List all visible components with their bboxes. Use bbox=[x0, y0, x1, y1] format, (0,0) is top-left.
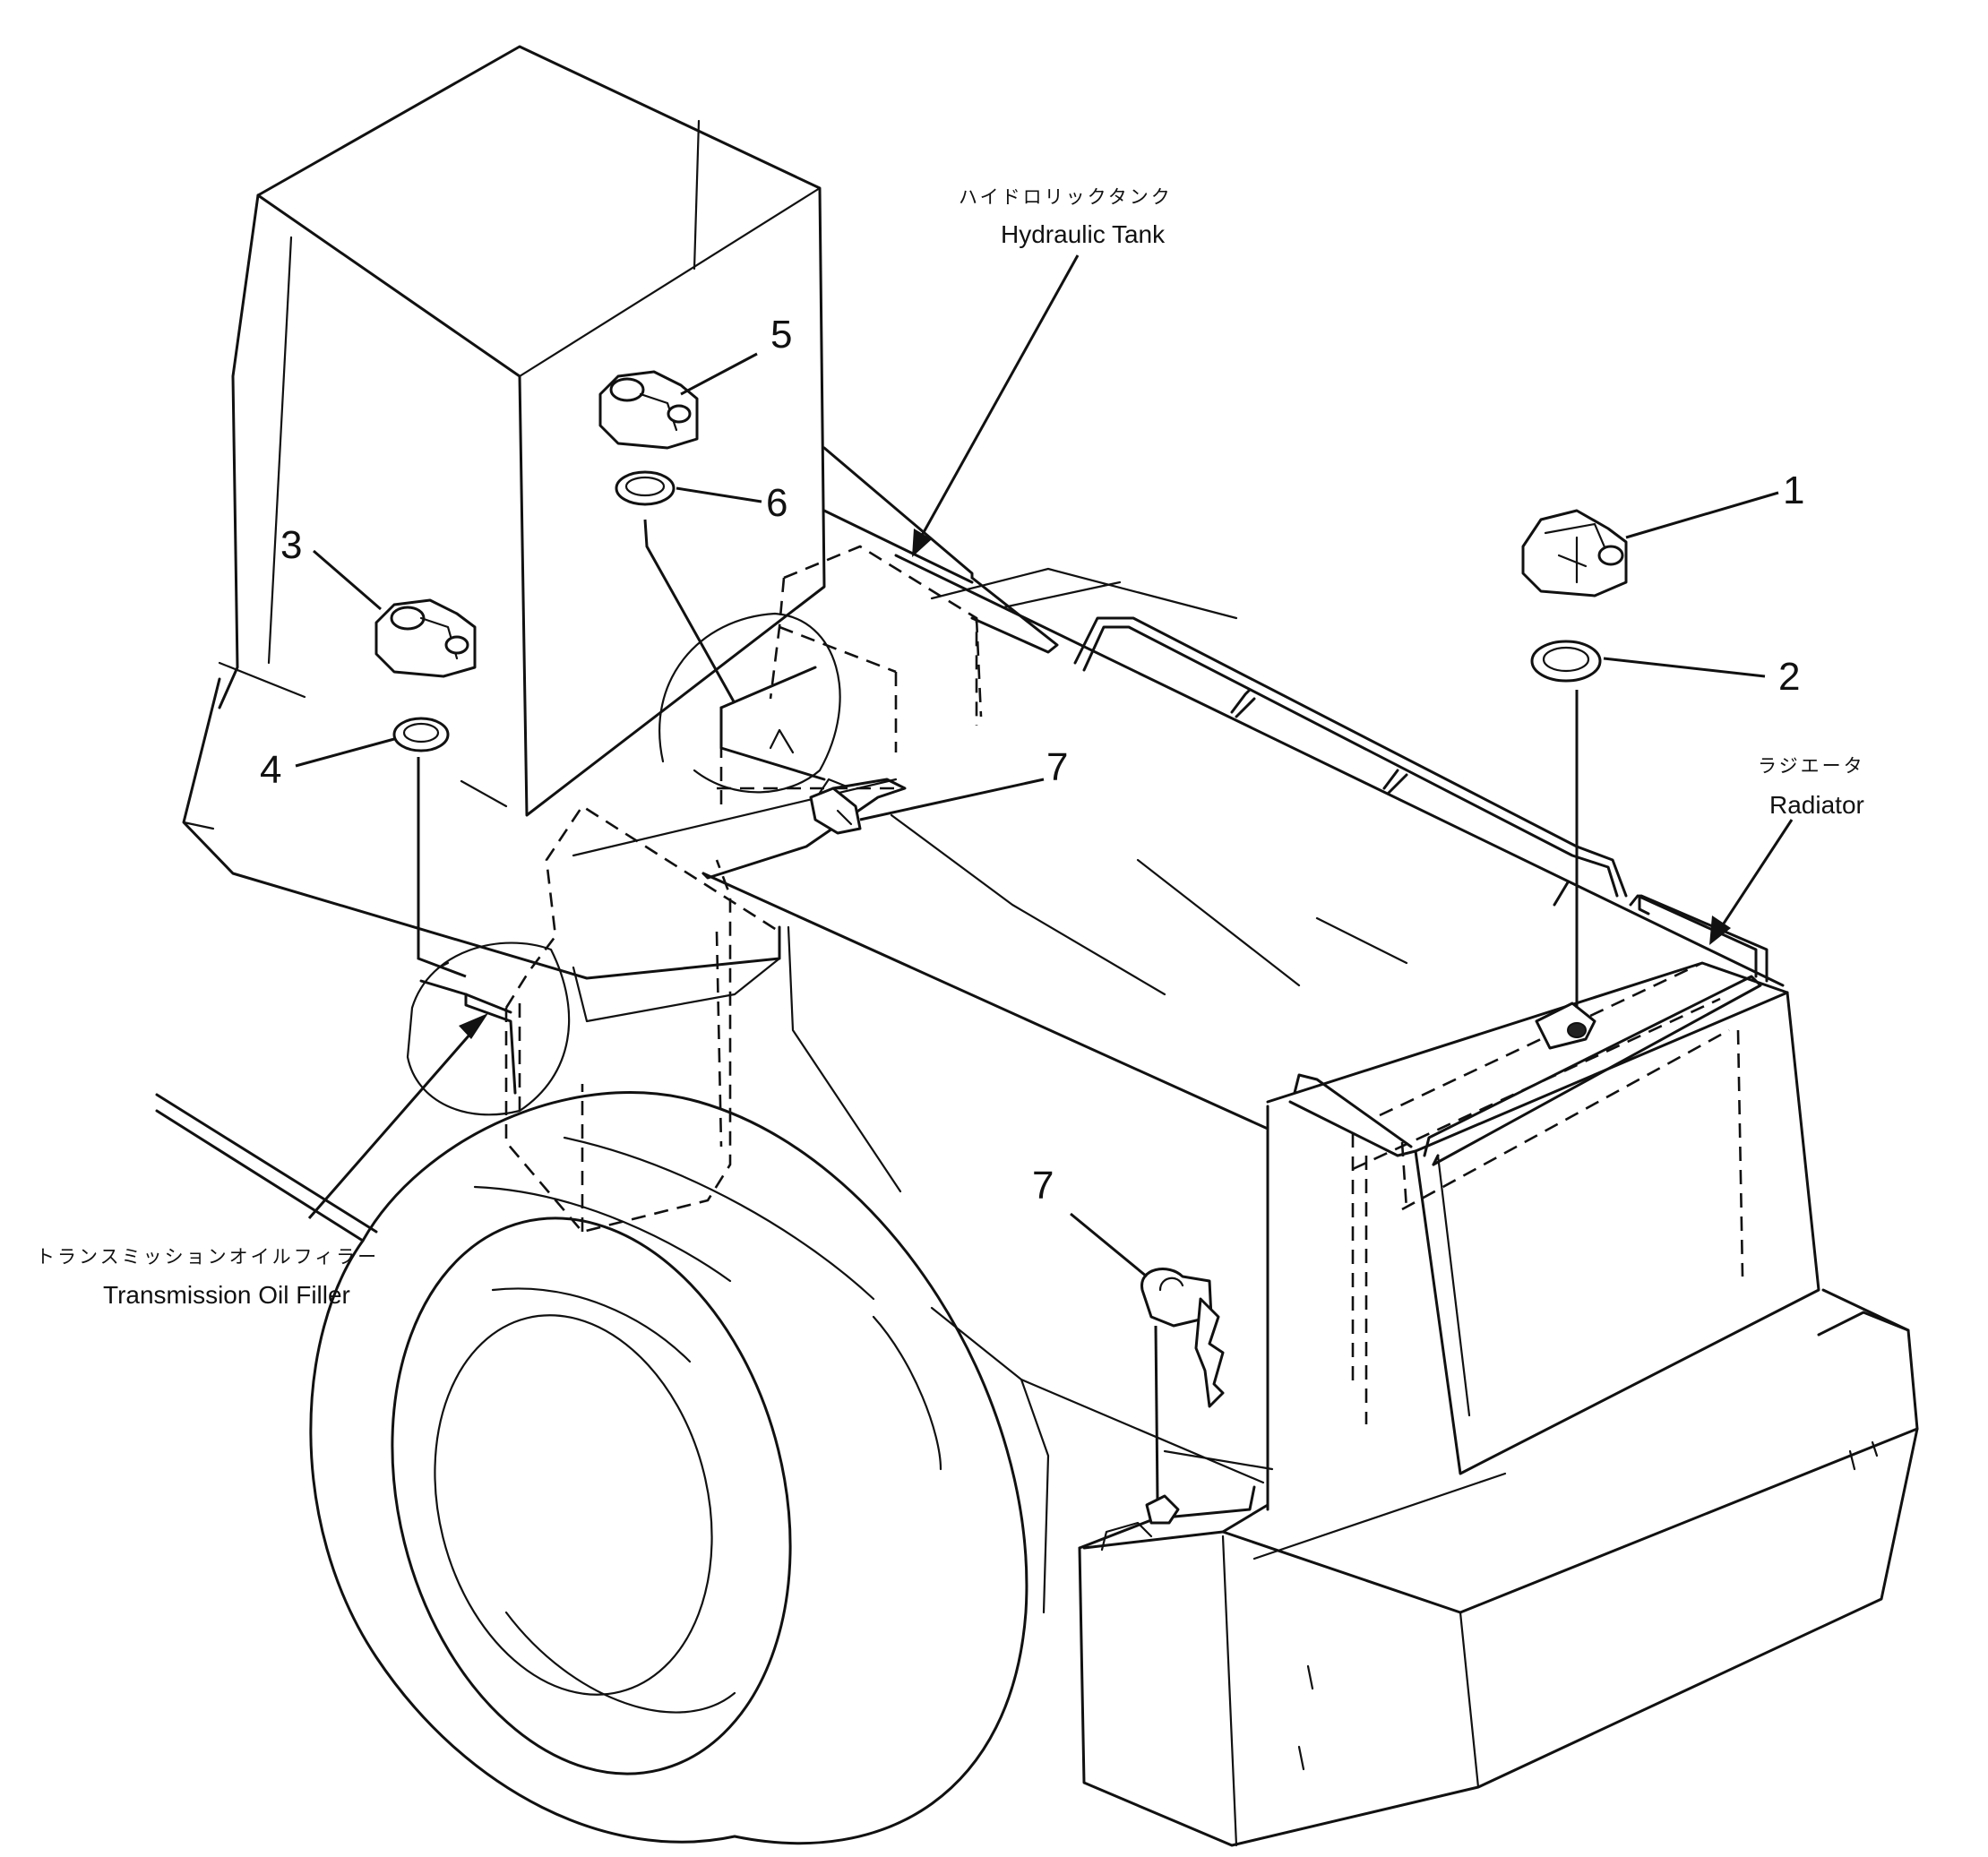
part-6-gasket bbox=[615, 470, 676, 506]
part-3-filler-cap bbox=[374, 598, 477, 678]
radiator-housing bbox=[1266, 961, 1820, 1511]
hidden-lines bbox=[504, 545, 983, 1234]
tire bbox=[309, 1091, 1028, 1845]
hydraulic-tank-label: Hydraulic Tank bbox=[1001, 220, 1166, 248]
part-7-padlock-lower bbox=[1140, 1268, 1225, 1408]
part-7-lock-upper bbox=[809, 778, 862, 835]
lower-frame bbox=[155, 1093, 1274, 1614]
detail-circle-transmission bbox=[406, 941, 571, 1116]
cab bbox=[218, 45, 826, 817]
radiator-label: Radiator bbox=[1769, 791, 1864, 819]
callout-3: 3 bbox=[280, 523, 303, 567]
detail-circle-hydraulic bbox=[658, 612, 841, 794]
callout-2: 2 bbox=[1778, 655, 1801, 699]
callout-7-upper: 7 bbox=[1046, 745, 1069, 789]
callout-5: 5 bbox=[770, 313, 793, 357]
engine-hood bbox=[572, 446, 1785, 1502]
counterweight bbox=[1078, 1288, 1919, 1847]
part-7-lock-seat-lower bbox=[1145, 1494, 1180, 1525]
pointer-arrowheads bbox=[459, 529, 1731, 1039]
hand-rails bbox=[1073, 616, 1769, 983]
filler-neck-radiator bbox=[1535, 1002, 1596, 1050]
leader-lines bbox=[295, 254, 1794, 1501]
left-fender bbox=[182, 677, 781, 1023]
transmission-oil-filler-label: Transmission Oil Filler bbox=[103, 1281, 350, 1309]
callout-6: 6 bbox=[766, 481, 788, 525]
callout-1: 1 bbox=[1783, 469, 1805, 512]
callout-7-lower: 7 bbox=[1032, 1164, 1054, 1208]
radiator-label-jp: ラジエータ bbox=[1758, 755, 1865, 777]
transmission-oil-filler-label-jp: トランスミッションオイルフィラー bbox=[36, 1246, 380, 1268]
hydraulic-tank-label-jp: ハイドロリックタンク bbox=[959, 186, 1173, 208]
part-1-filler-cap bbox=[1521, 509, 1628, 598]
callout-4: 4 bbox=[260, 748, 282, 792]
part-5-filler-cap bbox=[598, 370, 699, 450]
part-2-gasket bbox=[1530, 640, 1602, 683]
part-4-gasket bbox=[392, 717, 450, 752]
